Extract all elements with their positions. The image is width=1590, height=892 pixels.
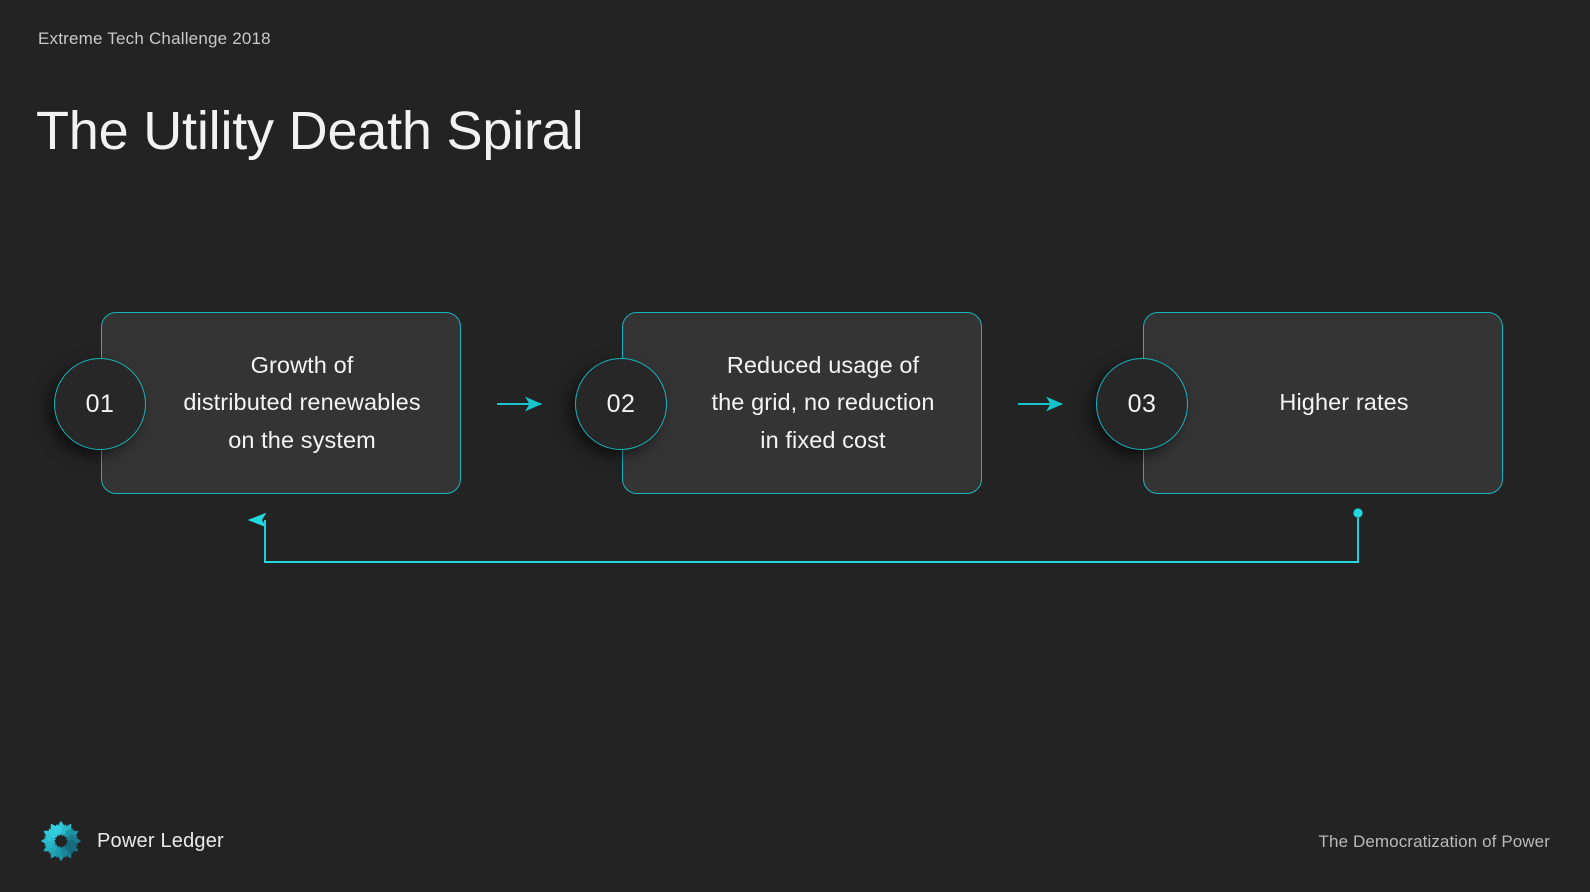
step-badge-1[interactable]: 01 — [54, 358, 146, 450]
brand-name: Power Ledger — [97, 829, 224, 852]
step-card-1[interactable]: Growth of distributed renewables on the … — [101, 312, 461, 494]
step-card-1-line-1: Growth of — [250, 352, 354, 379]
step-card-3-text: Higher rates — [1223, 384, 1422, 421]
step-card-3[interactable]: Higher rates — [1143, 312, 1503, 494]
footer-tagline: The Democratization of Power — [1318, 832, 1550, 851]
step-badge-2-number: 02 — [606, 389, 636, 418]
step-card-2-line-1: Reduced usage of — [726, 352, 920, 379]
step-card-1-line-3: on the system — [228, 426, 376, 453]
feedback-loop-icon — [247, 508, 1363, 563]
step-card-2-line-2: the grid, no reduction — [711, 389, 935, 416]
feedback-loop-origin-dot — [1353, 508, 1363, 518]
step-card-2[interactable]: Reduced usage of the grid, no reduction … — [622, 312, 982, 494]
step-badge-1-number: 01 — [85, 389, 115, 418]
step-card-3-line-1: Higher rates — [1279, 389, 1409, 416]
step-card-2-line-3: in fixed cost — [760, 426, 886, 453]
step-badge-2[interactable]: 02 — [575, 358, 667, 450]
slide-eyebrow: Extreme Tech Challenge 2018 — [38, 29, 271, 48]
step-badge-3-number: 03 — [1127, 389, 1157, 418]
power-ledger-logo-icon — [40, 820, 82, 862]
step-card-1-text: Growth of distributed renewables on the … — [127, 347, 434, 458]
step-card-1-line-2: distributed renewables — [183, 389, 421, 416]
page-title: The Utility Death Spiral — [36, 101, 584, 162]
footer-brand: Power Ledger — [38, 818, 224, 864]
step-card-2-text: Reduced usage of the grid, no reduction … — [656, 347, 949, 458]
step-badge-3[interactable]: 03 — [1096, 358, 1188, 450]
